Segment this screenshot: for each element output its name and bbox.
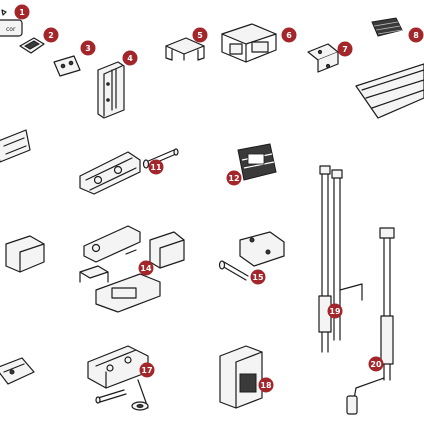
part-17-drawing	[87, 345, 149, 411]
part-5-drawing	[165, 37, 205, 61]
badge-number: 14	[140, 264, 152, 273]
part-2-drawing	[19, 37, 45, 54]
part-11-drawing	[79, 148, 179, 195]
badge-12: 12	[226, 170, 242, 186]
badge-circle	[258, 377, 274, 393]
badge-circle	[14, 4, 30, 20]
part-1-label: cor	[6, 26, 16, 33]
badge-8: 8	[408, 27, 424, 43]
badge-circle	[80, 40, 96, 56]
badge-number: 18	[260, 381, 272, 390]
badge-number: 11	[150, 163, 162, 172]
badge-15: 15	[250, 269, 266, 285]
badge-7: 7	[337, 41, 353, 57]
badge-circle	[43, 27, 59, 43]
badge-number: 1	[19, 8, 25, 17]
badge-number: 17	[141, 366, 152, 375]
badge-number: 12	[228, 174, 239, 183]
badge-number: 6	[286, 31, 292, 40]
badge-number: 7	[342, 45, 348, 54]
badge-number: 8	[413, 31, 419, 40]
part-15-drawing	[218, 231, 285, 281]
badge-11: 11	[148, 159, 164, 175]
part-3-drawing	[53, 55, 81, 77]
badge-circle	[138, 260, 154, 276]
badge-17: 17	[139, 362, 155, 378]
badge-1: 1	[14, 4, 30, 20]
badge-18: 18	[258, 377, 274, 393]
badge-circle	[337, 41, 353, 57]
badge-number: 2	[48, 31, 54, 40]
badge-circle	[368, 356, 384, 372]
badge-circle	[226, 170, 242, 186]
part-8-drawing	[371, 17, 403, 37]
part-4-drawing	[97, 61, 125, 119]
badge-circle	[408, 27, 424, 43]
partial-block-drawing	[5, 235, 45, 273]
badge-3: 3	[80, 40, 96, 56]
badge-20: 20	[368, 356, 384, 372]
part-12-drawing	[237, 143, 277, 181]
part-18-drawing	[219, 345, 263, 409]
badge-number: 5	[197, 31, 203, 40]
rail-drawing	[355, 63, 424, 119]
badge-circle	[250, 269, 266, 285]
badge-number: 19	[329, 307, 341, 316]
badge-5: 5	[192, 27, 208, 43]
badge-6: 6	[281, 27, 297, 43]
part-20-drawing	[346, 227, 395, 415]
badge-circle	[281, 27, 297, 43]
part-14-drawing	[79, 225, 185, 313]
badge-2: 2	[43, 27, 59, 43]
badge-14: 14	[138, 260, 154, 276]
badge-circle	[192, 27, 208, 43]
partial-arm-drawing	[0, 129, 31, 163]
badge-circle	[327, 303, 343, 319]
part-1-drawing: cor	[0, 9, 23, 37]
badge-circle	[139, 362, 155, 378]
badge-4: 4	[122, 50, 138, 66]
badge-number: 3	[85, 44, 91, 53]
badge-number: 20	[370, 360, 382, 369]
badge-19: 19	[327, 303, 343, 319]
badge-circle	[148, 159, 164, 175]
badge-number: 15	[252, 273, 264, 282]
badge-number: 4	[127, 54, 133, 63]
badge-circle	[122, 50, 138, 66]
partial-base-drawing	[0, 357, 35, 385]
part-7-drawing	[307, 43, 339, 73]
part-6-drawing	[221, 23, 277, 63]
part-19-drawing	[318, 165, 363, 353]
